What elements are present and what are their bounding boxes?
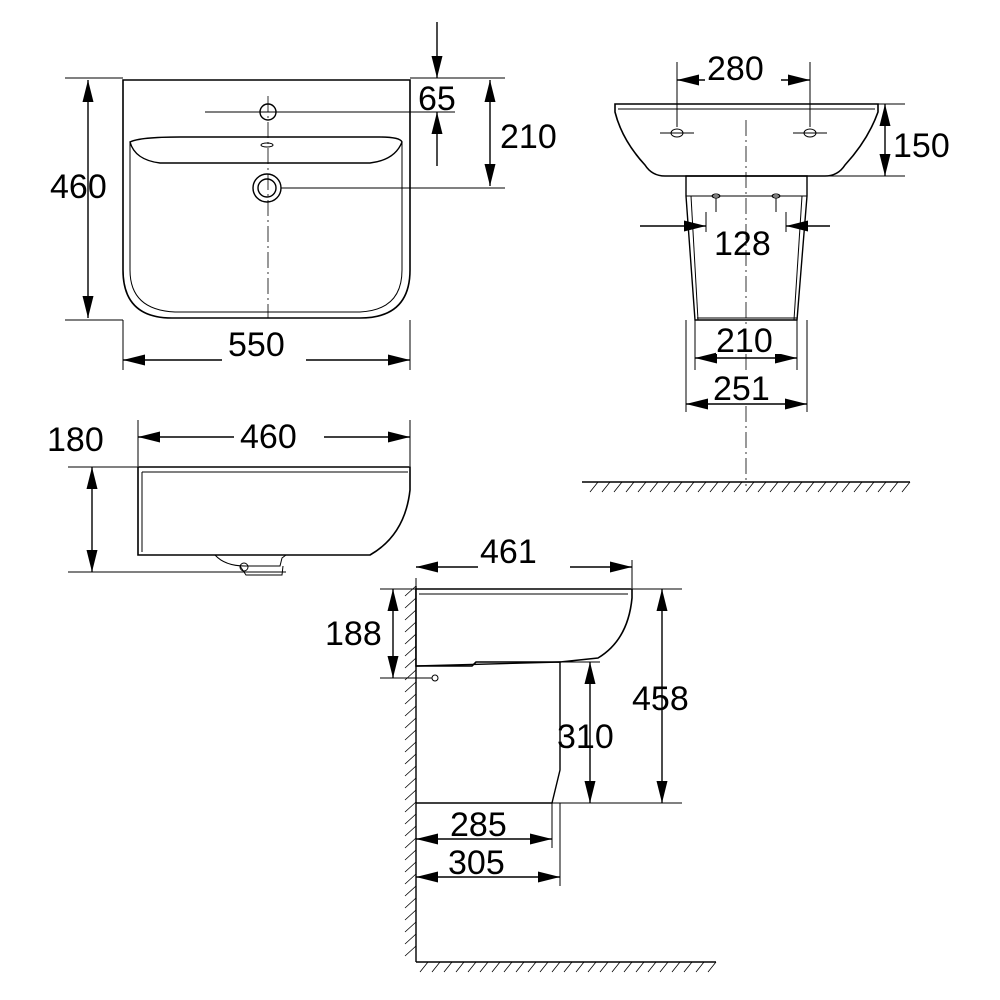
total-height-label: 458	[632, 680, 689, 718]
front-view: 280 150 128 210 251	[582, 50, 950, 493]
installed-depth-label: 461	[480, 533, 537, 571]
top-view: 460 550 65 210	[50, 22, 557, 370]
pedestal-depth-label: 285	[450, 806, 507, 844]
depth-label: 460	[50, 168, 107, 206]
floor-line-front	[582, 481, 911, 493]
rim-to-bracket-label: 188	[325, 615, 382, 653]
floor-line-installation	[416, 961, 717, 973]
pedestal-inner-label: 210	[716, 322, 773, 360]
tap-offset-label: 65	[418, 80, 456, 118]
pedestal-side-outline	[415, 661, 561, 804]
basin-top-outline	[122, 79, 411, 319]
overflow	[260, 142, 274, 148]
basin-installed-outline	[415, 588, 633, 667]
pedestal-base-label: 305	[448, 844, 505, 882]
hole-spacing-label: 280	[707, 50, 764, 88]
wall	[404, 585, 417, 962]
bracket-spacing-label: 128	[714, 225, 771, 263]
width-label: 550	[228, 326, 285, 364]
pedestal-outer-label: 251	[713, 370, 770, 408]
basin-front-outline	[614, 103, 879, 177]
front-height-label: 150	[893, 127, 950, 165]
basin-side-outline	[137, 466, 411, 556]
drain-offset-label: 210	[500, 118, 557, 156]
installation-view: 461 188 458 310 285 305	[325, 533, 717, 973]
pedestal-height-label: 310	[557, 718, 614, 756]
bracket-bolt	[431, 674, 439, 682]
side-depth-label: 460	[240, 418, 297, 456]
side-height-label: 180	[47, 421, 104, 459]
tap-hole	[259, 103, 277, 121]
side-view: 460 180	[47, 416, 411, 576]
drain-hole-inner	[257, 178, 277, 198]
